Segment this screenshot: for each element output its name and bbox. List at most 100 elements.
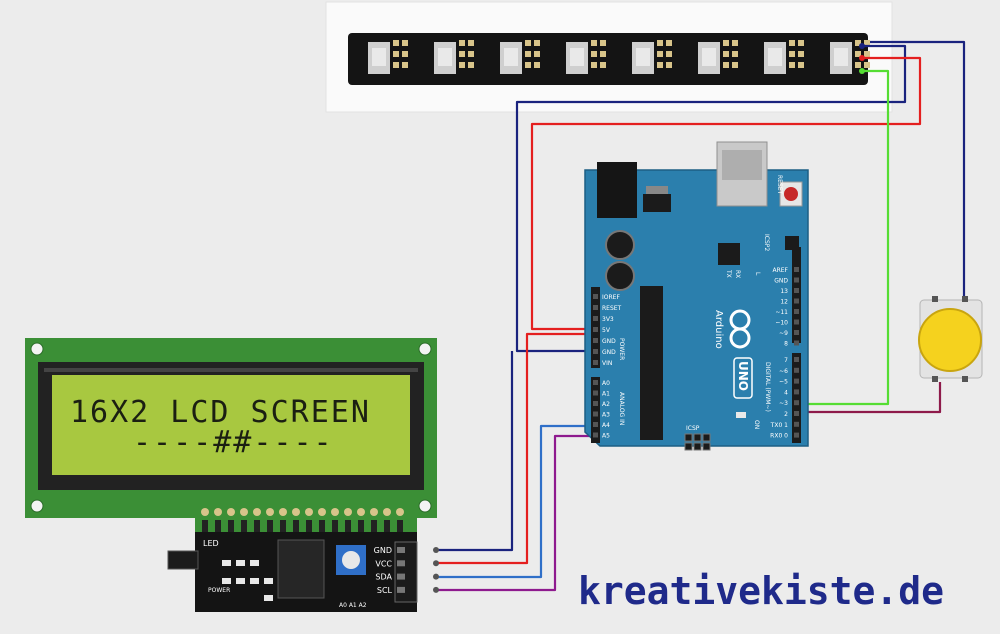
analog-header-label: ANALOG IN bbox=[618, 392, 625, 425]
pin-label: A1 bbox=[602, 391, 610, 398]
icsp-pin bbox=[702, 433, 711, 442]
digital-header-label: DIGITAL (PWM~) bbox=[764, 362, 771, 412]
pin-label: ~5 bbox=[779, 379, 788, 386]
lcd-line-2: ----##---- bbox=[133, 425, 334, 460]
pin-label: ~6 bbox=[779, 368, 788, 375]
i2c-connector bbox=[433, 547, 439, 553]
header-pin bbox=[794, 267, 799, 272]
header-pin bbox=[593, 316, 598, 321]
i2c-connector bbox=[433, 586, 439, 593]
i2c-pin-label: VCC bbox=[375, 559, 392, 568]
wire-strip-din bbox=[795, 69, 890, 406]
header-pin bbox=[593, 360, 598, 365]
header-pin bbox=[794, 357, 799, 362]
arduino-uno-board: RESET ICSP2 TX RX L Arduino UNO ON ICSP bbox=[584, 141, 809, 451]
icsp-pin bbox=[693, 433, 702, 442]
pin-label: 8 bbox=[784, 341, 788, 348]
header-pin bbox=[794, 421, 799, 427]
wire-i2c-scl bbox=[437, 434, 592, 592]
pin-label: AREF bbox=[772, 267, 788, 274]
pin-label: 3V3 bbox=[602, 316, 614, 323]
pin-label: 7 bbox=[784, 357, 788, 364]
icsp-pin bbox=[693, 442, 702, 451]
header-pin bbox=[593, 411, 598, 417]
uno-label: UNO bbox=[736, 361, 750, 391]
pin-label: 5V bbox=[602, 327, 611, 334]
wire-strip-5v bbox=[530, 56, 922, 331]
pin-label: A2 bbox=[602, 401, 610, 408]
on-label: ON bbox=[753, 420, 760, 429]
pin-label: GND bbox=[602, 349, 616, 356]
icsp-label: ICSP bbox=[686, 425, 700, 432]
header-pin bbox=[794, 309, 799, 314]
rx-label: RX bbox=[734, 270, 741, 278]
led-strip bbox=[325, 1, 893, 113]
header-pin bbox=[794, 378, 799, 384]
pin-label: GND bbox=[774, 278, 788, 285]
wires bbox=[437, 40, 966, 592]
header-pin bbox=[794, 277, 799, 283]
pin-label: ~3 bbox=[779, 400, 788, 407]
pin-label: ~10 bbox=[775, 320, 788, 327]
lcd-display: 16X2 LCD SCREEN ----##---- bbox=[25, 338, 437, 518]
atmega-chip bbox=[640, 286, 663, 440]
pin-label: RESET bbox=[602, 305, 622, 312]
header-pin bbox=[794, 319, 799, 325]
arduino-brand: Arduino bbox=[713, 310, 724, 349]
header-pin bbox=[794, 340, 799, 346]
pin-label: IOREF bbox=[602, 294, 620, 301]
i2c-connector bbox=[433, 560, 439, 567]
pin-label: A3 bbox=[602, 412, 610, 419]
pin-label: ~9 bbox=[779, 330, 788, 337]
i2c-pin-label: GND bbox=[374, 546, 392, 555]
header-pin bbox=[794, 389, 799, 395]
header-pin bbox=[593, 422, 598, 427]
site-watermark: kreativekiste.de bbox=[578, 569, 944, 613]
power-jack bbox=[597, 162, 637, 218]
header-pin bbox=[794, 367, 799, 373]
header-pin bbox=[593, 327, 598, 332]
header-pin bbox=[794, 400, 799, 406]
wire-i2c-sda bbox=[437, 424, 592, 579]
i2c-pin-label: SDA bbox=[375, 573, 392, 582]
i2c-connector bbox=[433, 573, 439, 580]
wire-button-gnd bbox=[870, 40, 966, 302]
pin-label: 4 bbox=[784, 389, 788, 396]
pin-label: GND bbox=[602, 338, 616, 345]
pin-label: A4 bbox=[602, 422, 610, 429]
pin-label: A5 bbox=[602, 433, 610, 440]
header-pin bbox=[593, 338, 598, 343]
header-pin bbox=[794, 298, 799, 304]
icsp2-label: ICSP2 bbox=[763, 234, 770, 251]
header-pin bbox=[593, 380, 598, 385]
icsp-pin bbox=[684, 433, 693, 442]
power-label: POWER bbox=[208, 587, 230, 594]
header-pin bbox=[593, 349, 598, 354]
pin-label: TX0 1 bbox=[770, 422, 789, 429]
i2c-pin-label: SCL bbox=[377, 586, 393, 595]
header-pin bbox=[593, 305, 598, 310]
header-pin bbox=[794, 330, 799, 335]
header-pin bbox=[794, 288, 799, 293]
header-pin bbox=[593, 294, 598, 299]
icsp-pin bbox=[702, 442, 711, 451]
l-label: L bbox=[754, 272, 761, 276]
push-button bbox=[918, 296, 983, 382]
tx-label: TX bbox=[725, 269, 732, 278]
pin-label: VIN bbox=[602, 360, 612, 367]
lcd-line-1: 16X2 LCD SCREEN bbox=[70, 395, 371, 430]
header-pin bbox=[593, 401, 598, 406]
arduino-logo bbox=[729, 309, 751, 349]
header-pin bbox=[593, 390, 598, 396]
pin-label: ~11 bbox=[775, 309, 788, 316]
wire-i2c-vcc bbox=[437, 332, 592, 565]
power-header-label: POWER bbox=[618, 338, 625, 360]
wire-i2c-gnd bbox=[437, 351, 514, 552]
pin-label: A0 bbox=[602, 380, 610, 387]
reset-label: RESET bbox=[776, 175, 783, 195]
pin-label: 13 bbox=[780, 288, 788, 295]
address-label: A0 A1 A2 bbox=[339, 602, 367, 609]
